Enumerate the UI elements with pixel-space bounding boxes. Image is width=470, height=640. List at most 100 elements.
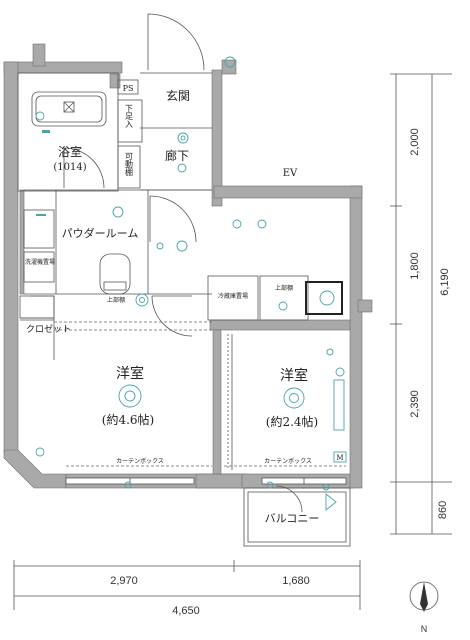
powder-door (149, 195, 197, 243)
wall-left (3, 61, 19, 453)
closet-label: クロゼット (26, 323, 71, 335)
compass: N (409, 581, 439, 634)
labels: 浴室 (1014) 玄関 廊下 パウダールーム クロゼット 洋室 (約4.6帖)… (25, 84, 344, 525)
toilet-tank (103, 281, 127, 291)
wall-room-divider-v (212, 329, 222, 475)
western-room-2-label: 洋室 (280, 367, 308, 384)
light-icon (177, 163, 187, 173)
ev-label: EV (283, 168, 298, 179)
vent-icon (112, 206, 124, 218)
window-sensor-icon-2 (266, 481, 274, 489)
dim-right-3: 2,390 (409, 390, 421, 418)
balcony-drain-icon (325, 493, 337, 511)
outlet-icon (232, 219, 242, 229)
compass-label: N (421, 624, 428, 634)
room1-light-icon (135, 293, 149, 307)
dim-bottom-1: 2,970 (110, 575, 138, 587)
powder-room-label: パウダールーム (62, 226, 139, 240)
dim-bottom-2: 1,680 (282, 575, 310, 587)
closet-top (19, 295, 55, 319)
outlet-icon-2 (257, 219, 267, 229)
right-dimensions: 2,000 1,800 2,390 860 6,190 (390, 73, 452, 535)
toilet (99, 253, 131, 295)
dim-right-2: 1,800 (409, 252, 421, 280)
wall-powder-partition (19, 189, 25, 295)
interior-lines (17, 72, 351, 547)
bath-light-icon (35, 111, 45, 121)
switch-icon (156, 242, 164, 250)
wall-bottom-mid (195, 473, 247, 489)
room2-ceiling-light-icon (283, 387, 305, 409)
hall-light-icon (176, 240, 188, 252)
balcony-door-swing (275, 485, 303, 513)
cooktop-burner-icon (319, 290, 335, 306)
upper-shelf-2-label: 上部棚 (275, 284, 293, 292)
entrance-label: 玄関 (166, 88, 190, 103)
bathtub (31, 91, 107, 127)
ps-label: PS (123, 84, 134, 93)
equipment (35, 56, 347, 511)
wall-right (349, 185, 363, 489)
fridge-space (207, 275, 259, 321)
dim-bottom-total: 4,650 (172, 605, 200, 617)
shelf-box (117, 145, 141, 189)
western-room-1-label: 洋室 (116, 365, 144, 382)
ceiling-light-icon (177, 132, 189, 144)
bathroom-outline (17, 72, 119, 192)
wall-right-stub (357, 299, 373, 313)
cooktop (305, 281, 343, 315)
wall-ps-stub (109, 73, 121, 89)
meter-mark-label: M (336, 454, 343, 462)
towel-bar-icon (42, 130, 50, 133)
western-room-1-size: (約4.6帖) (102, 412, 154, 427)
shoe-box (117, 99, 143, 143)
room2-closet-icon (333, 379, 345, 431)
bottom-dimensions: 2,970 1,680 4,650 (13, 560, 361, 617)
wall-entrance-right (211, 69, 223, 207)
room1-ceiling-light-icon (118, 384, 142, 408)
wall-bottom-left-corner (3, 449, 67, 489)
ps-box (117, 79, 139, 95)
wall-ev-bottom (213, 185, 363, 199)
closet-door (30, 295, 55, 360)
curtain-box-1-label: カーテンボックス (116, 457, 164, 465)
bathtub-inner (35, 95, 103, 123)
movable-shelf-label: 可動棚 (125, 152, 134, 177)
dim-right-1: 2,000 (409, 128, 421, 156)
hallway-label: 廊下 (165, 148, 189, 163)
wall-room-divider-h (209, 319, 351, 331)
dim-right-total: 6,190 (439, 268, 451, 296)
wall-top-left (3, 61, 123, 74)
window-sensor-icon (124, 481, 132, 489)
dim-right-4: 860 (437, 501, 449, 519)
wall-top-stub (32, 43, 46, 67)
sink-icon (278, 301, 288, 311)
room1-outlet-icon (35, 447, 45, 457)
shoe-box-label: 下足入 (125, 104, 134, 128)
entrance-door (147, 13, 205, 71)
upper-shelf-label: 上部棚 (107, 296, 125, 304)
balcony-outlet-icon (322, 483, 330, 491)
balcony-outline (243, 487, 351, 547)
western-room-2-size: (約2.4帖) (266, 414, 318, 429)
kitchen-counter (259, 275, 309, 321)
room2-switch-icon (326, 348, 334, 356)
doorbell-icon (224, 56, 236, 68)
room1-door (151, 295, 193, 337)
mirror-icon (36, 214, 46, 216)
bath-vent-box (63, 101, 75, 113)
balcony-label: バルコニー (265, 512, 320, 525)
compass-arrow-icon (420, 582, 428, 612)
washer-pan-label: 洗濯機置場 (25, 258, 55, 266)
ac-icon (335, 367, 345, 377)
doors (30, 13, 303, 513)
bathroom-size-label: (1014) (53, 162, 86, 173)
bathroom-door (63, 147, 105, 189)
meter-box-icon (333, 451, 347, 463)
washer-pan (23, 251, 55, 283)
vanity (23, 209, 55, 249)
bathroom-label: 浴室 (58, 144, 82, 159)
curtain-box-2-label: カーテンボックス (264, 457, 312, 465)
balcony-inner (247, 491, 347, 543)
